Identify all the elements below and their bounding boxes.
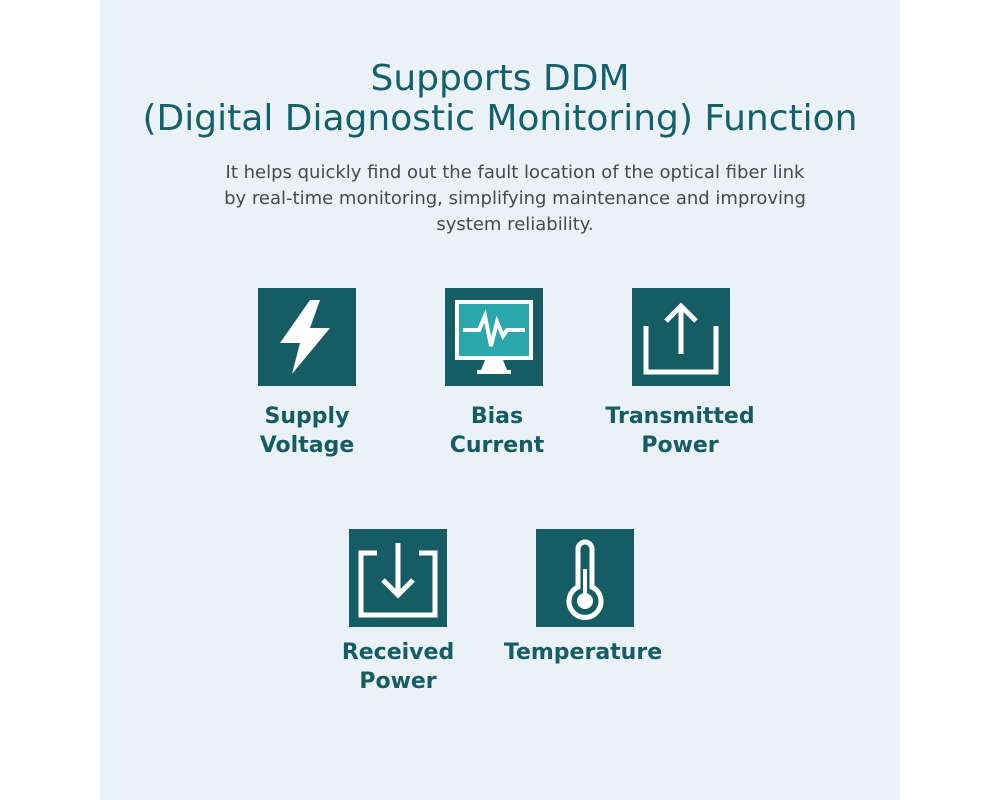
feature-label-line: Power — [359, 669, 437, 694]
feature-label-received-power: Received Power — [308, 638, 488, 696]
page-title-line-1: Supports DDM — [370, 58, 630, 99]
feature-label-temperature: Temperature — [493, 638, 673, 667]
upload-tray-icon — [632, 288, 730, 386]
feature-label-line: Supply — [264, 404, 350, 429]
feature-label-line: Transmitted — [605, 404, 755, 429]
description: It helps quickly find out the fault loca… — [200, 160, 830, 238]
feature-panel: Supports DDM (Digital Diagnostic Monitor… — [100, 0, 900, 800]
description-line: It helps quickly find out the fault loca… — [225, 162, 805, 183]
feature-label-line: Voltage — [259, 433, 355, 458]
page-title-line-2: (Digital Diagnostic Monitoring) Function — [142, 98, 858, 139]
feature-label-line: Current — [449, 433, 545, 458]
feature-label-line: Temperature — [503, 640, 663, 665]
description-line: system reliability. — [436, 214, 594, 235]
feature-label-transmitted-power: Transmitted Power — [590, 402, 770, 460]
thermometer-icon — [536, 529, 634, 627]
download-tray-icon — [349, 529, 447, 627]
feature-label-line: Bias — [470, 404, 524, 429]
feature-label-bias-current: Bias Current — [407, 402, 587, 460]
feature-label-line: Power — [641, 433, 719, 458]
description-line: by real-time monitoring, simplifying mai… — [224, 188, 806, 209]
monitor-pulse-icon — [445, 288, 543, 386]
lightning-bolt-icon — [258, 288, 356, 386]
feature-label-supply-voltage: Supply Voltage — [217, 402, 397, 460]
feature-label-line: Received — [341, 640, 455, 665]
